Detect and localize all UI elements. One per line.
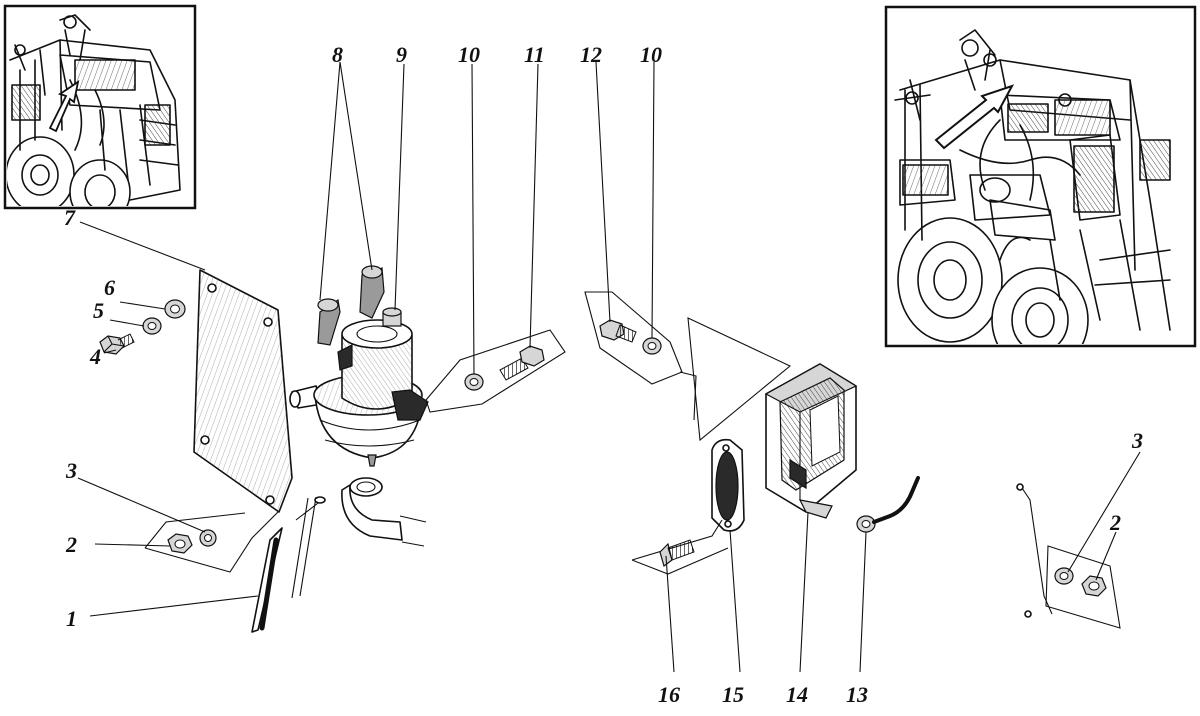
callout-11: 11 (524, 42, 545, 67)
wire-1 (251, 496, 326, 633)
elbow-fitting-8b (359, 265, 385, 319)
callout-9: 9 (396, 42, 407, 67)
inset-vehicle-left (3, 4, 197, 210)
callout-3-right: 3 (1131, 428, 1143, 453)
callout-15: 15 (722, 682, 744, 707)
callout-8: 8 (332, 42, 343, 67)
ring-terminal-13 (856, 476, 920, 533)
callout-10-left: 10 (458, 42, 480, 67)
callout-3-left: 3 (65, 458, 77, 483)
callout-4: 4 (89, 344, 101, 369)
fastener-panel-12-10 (584, 291, 697, 421)
fastener-panel-left (144, 511, 279, 573)
lock-washer-5 (142, 317, 162, 335)
callout-10-right: 10 (640, 42, 662, 67)
screw-panel-16 (631, 519, 729, 575)
elbow-fitting-8a (317, 298, 341, 346)
leader-lines (77, 61, 1141, 673)
callout-12: 12 (580, 42, 602, 67)
fastener-panel-10-11 (425, 329, 566, 413)
junction-box-14 (687, 317, 858, 519)
gasket-15 (711, 438, 745, 532)
callout-14: 14 (786, 682, 808, 707)
callout-2-right: 2 (1109, 510, 1121, 535)
washer-6 (164, 299, 186, 319)
inset-vehicle-right (884, 5, 1197, 348)
callout-13: 13 (846, 682, 868, 707)
callout-16: 16 (658, 682, 680, 707)
callout-6: 6 (104, 275, 115, 300)
callout-5: 5 (93, 298, 104, 323)
filter-housing-9 (289, 307, 429, 547)
bracket-plate (193, 269, 293, 513)
fastener-panel-right (1016, 483, 1121, 629)
callout-7: 7 (64, 205, 76, 230)
callout-numbers: 1 2 3 4 5 6 7 8 9 10 11 12 10 13 14 15 1… (64, 42, 1143, 707)
bolt-4 (99, 333, 135, 355)
callout-1: 1 (66, 606, 77, 631)
callout-2-left: 2 (65, 532, 77, 557)
